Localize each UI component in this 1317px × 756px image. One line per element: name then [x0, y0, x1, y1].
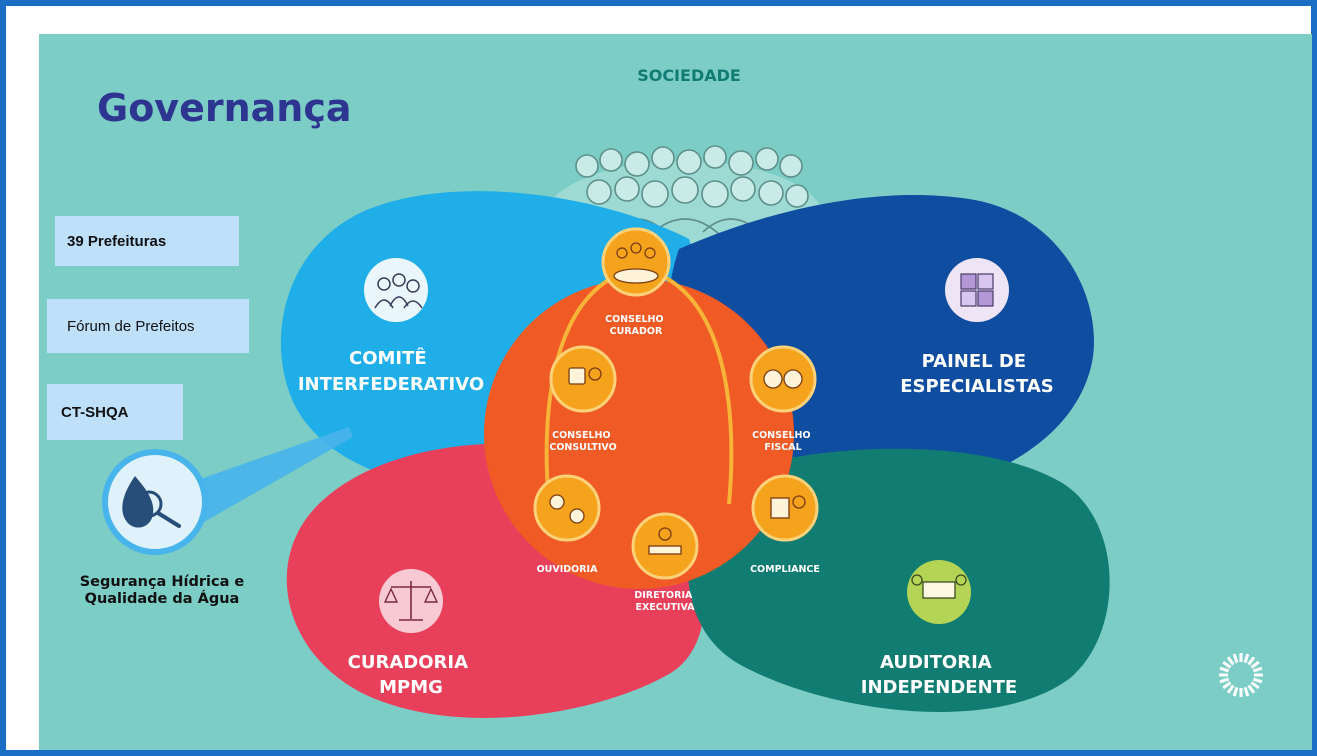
- node-compliance[interactable]: [751, 474, 819, 542]
- logo-ray: [1226, 656, 1235, 666]
- node-label-conselho-curador: CONSELHO CURADOR: [605, 314, 667, 337]
- ct-shqa-box: CT-SHQA: [47, 384, 183, 440]
- node-label-conselho-fiscal: CONSELHO FISCAL: [752, 430, 814, 453]
- petal-label-painel-line1: PAINEL DE: [922, 351, 1027, 372]
- petal-label-curadoria: CURADORIA MPMG: [348, 652, 475, 698]
- magnifier-callout: [102, 427, 353, 555]
- node-label-diretoria-executiva-line1: DIRETORIA: [634, 590, 693, 601]
- node-label-ouvidoria-line1: OUVIDORIA: [537, 564, 598, 575]
- logo-ray: [1252, 677, 1263, 684]
- logo-ray: [1232, 686, 1239, 697]
- logo-ray: [1250, 681, 1260, 690]
- slide-title: Governança: [97, 86, 352, 130]
- node-label-conselho-curador-line2: CURADOR: [610, 326, 663, 337]
- petal-label-comite-line1: COMITÊ: [349, 347, 427, 369]
- node-label-ouvidoria: OUVIDORIA: [537, 564, 598, 575]
- node-conselho-consultivo[interactable]: [549, 345, 617, 413]
- logo-ray: [1219, 677, 1230, 684]
- logo-ray: [1243, 686, 1250, 697]
- node-conselho-curador[interactable]: [601, 227, 671, 297]
- logo-ray: [1226, 684, 1235, 694]
- petal-label-comite: COMITÊ INTERFEDERATIVO: [298, 347, 484, 395]
- sociedade-label: SOCIEDADE: [637, 66, 741, 85]
- logo-ray: [1247, 684, 1256, 694]
- petal-label-curadoria-line2: MPMG: [379, 677, 443, 698]
- node-label-diretoria-executiva: DIRETORIA EXECUTIVA: [634, 590, 695, 613]
- governance-diagram: SOCIEDADE COMITÊ INTERFEDERATIVO PAINEL …: [102, 66, 1263, 718]
- node-label-conselho-consultivo-line2: CONSULTIVO: [549, 442, 616, 453]
- petal-label-painel: PAINEL DE ESPECIALISTAS: [900, 351, 1054, 397]
- node-ouvidoria[interactable]: [533, 474, 601, 542]
- logo-ray: [1222, 660, 1232, 669]
- node-label-diretoria-executiva-line2: EXECUTIVA: [635, 602, 695, 613]
- slide: SOCIEDADE COMITÊ INTERFEDERATIVO PAINEL …: [39, 34, 1312, 750]
- forum-prefeitos-box: Fórum de Prefeitos: [47, 299, 249, 353]
- node-label-conselho-consultivo: CONSELHO CONSULTIVO: [549, 430, 616, 453]
- logo-ray: [1222, 681, 1232, 690]
- node-label-compliance: COMPLIANCE: [750, 564, 820, 575]
- puzzle-icon: [945, 258, 1009, 322]
- scales-icon: [379, 569, 443, 633]
- prefeituras-box: 39 Prefeituras: [55, 216, 239, 266]
- center-arc-right: [640, 267, 734, 505]
- logo-ray: [1247, 656, 1256, 666]
- petal-label-auditoria-line2: INDEPENDENTE: [861, 677, 1017, 698]
- node-label-conselho-consultivo-line1: CONSELHO: [552, 430, 610, 441]
- petal-label-auditoria: AUDITORIA INDEPENDENTE: [861, 652, 1017, 698]
- logo-ray: [1243, 653, 1250, 664]
- water-drop-magnifier-icon: [122, 476, 181, 528]
- node-label-conselho-fiscal-line2: FISCAL: [764, 442, 801, 453]
- magnifier-caption-line2: Qualidade da Água: [84, 591, 240, 607]
- petal-label-painel-line2: ESPECIALISTAS: [900, 376, 1054, 397]
- node-conselho-fiscal[interactable]: [749, 345, 817, 413]
- petal-label-auditoria-line1: AUDITORIA: [880, 652, 992, 673]
- logo-ray: [1232, 653, 1239, 664]
- logo-ray: [1252, 666, 1263, 673]
- people-icon: [364, 258, 428, 322]
- node-diretoria-executiva[interactable]: [631, 512, 699, 580]
- circle-logo-icon: [1219, 653, 1263, 697]
- magnifier-caption-line1: Segurança Hídrica e: [79, 574, 245, 590]
- logo-ray: [1250, 660, 1260, 669]
- petal-label-curadoria-line1: CURADORIA: [348, 652, 468, 673]
- node-label-conselho-curador-line1: CONSELHO: [605, 314, 663, 325]
- magnifier-caption: Segurança Hídrica e Qualidade da Água: [57, 574, 267, 608]
- document-review-icon: [907, 560, 971, 624]
- node-label-conselho-fiscal-line1: CONSELHO: [752, 430, 810, 441]
- logo-ray: [1219, 666, 1230, 673]
- node-label-compliance-line1: COMPLIANCE: [750, 564, 820, 575]
- petal-label-comite-line2: INTERFEDERATIVO: [298, 374, 484, 395]
